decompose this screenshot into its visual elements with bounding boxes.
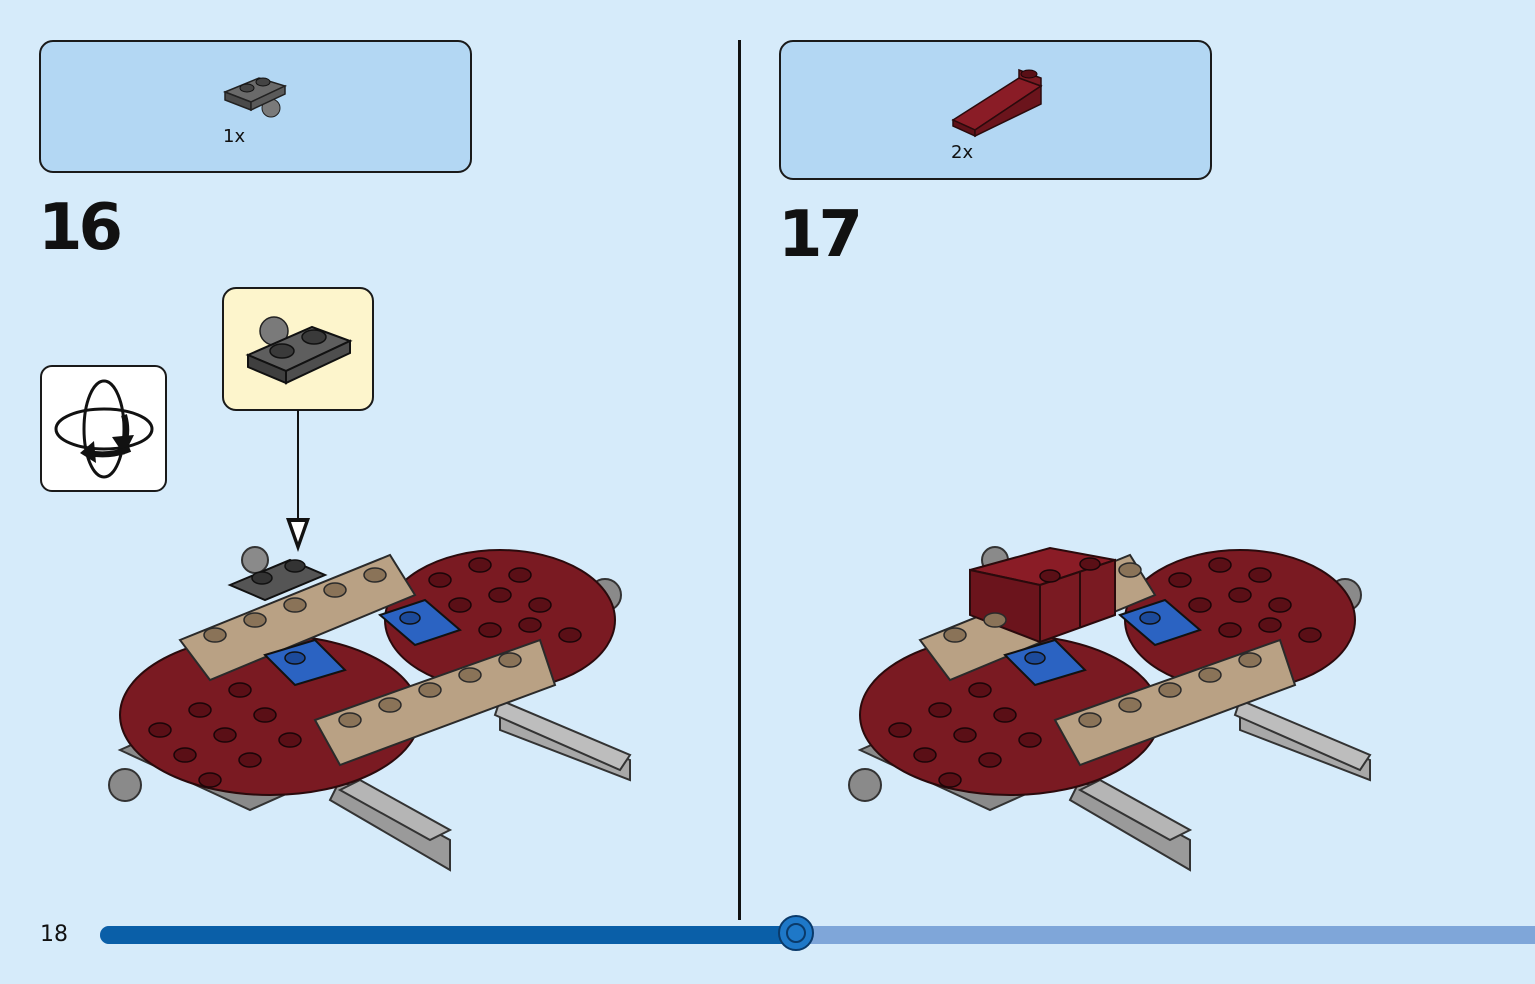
- page-number: 18: [40, 922, 68, 947]
- step-number: 17: [778, 198, 863, 272]
- step-16-model: [108, 546, 632, 872]
- dark-gray-plate-with-ball-icon: [222, 77, 288, 118]
- progress-fill: [100, 926, 796, 944]
- step-divider: [738, 40, 741, 920]
- part-quantity: 2x: [951, 142, 974, 163]
- rotate-icon: [54, 379, 154, 479]
- part-quantity: 1x: [223, 126, 246, 147]
- dark-red-slope-brick-icon: [951, 68, 1043, 138]
- progress-marker: [778, 915, 814, 951]
- step-17-parts-box: 2x: [779, 40, 1212, 180]
- step-number: 16: [38, 191, 123, 265]
- step-16-parts-box: 1x: [39, 40, 472, 173]
- step-17-model: [848, 546, 1372, 872]
- assembly-callout: [222, 287, 374, 411]
- progress-marker-ring: [786, 923, 806, 943]
- rotate-model-box: [40, 365, 167, 492]
- placement-arrow: [286, 410, 310, 552]
- dark-gray-plate-with-ball-icon: [245, 316, 353, 385]
